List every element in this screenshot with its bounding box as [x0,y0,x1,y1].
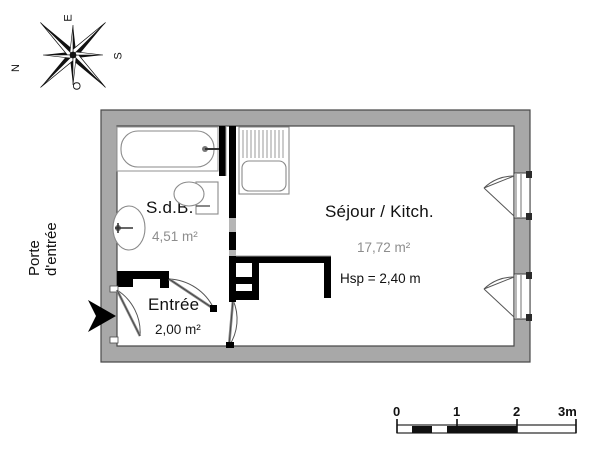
interior-partitions [117,126,331,300]
scale-tick-0: 0 [393,404,401,419]
scale-tick-1: 1 [453,404,461,419]
window-right-lower [483,272,532,321]
door-bathroom [168,277,217,312]
window-right-upper [483,171,532,220]
fixture-toilet [173,181,219,215]
partition-guides [225,126,331,257]
room-ceiling-height-sejour: Hsp = 2,40 m [340,271,421,286]
room-area-entree: 2,00 m² [155,322,201,337]
fixture-bathtub [116,126,219,172]
scale-bar [396,419,577,434]
scale-tick-2: 2 [513,404,521,419]
door-living-room [226,296,238,348]
door-entrance [109,285,142,344]
room-area-sejour: 17,72 m² [357,240,411,255]
entrance-arrow-icon [88,300,116,332]
room-area-sdb: 4,51 m² [152,229,198,244]
room-label-entree: Entrée [148,295,200,314]
partition-jambs [229,218,236,256]
fixture-washbasin [112,205,146,251]
room-label-sejour: Séjour / Kitch. [325,202,434,221]
scale-tick-3: 3m [558,404,577,419]
fixture-kitchen-sink [238,126,290,195]
